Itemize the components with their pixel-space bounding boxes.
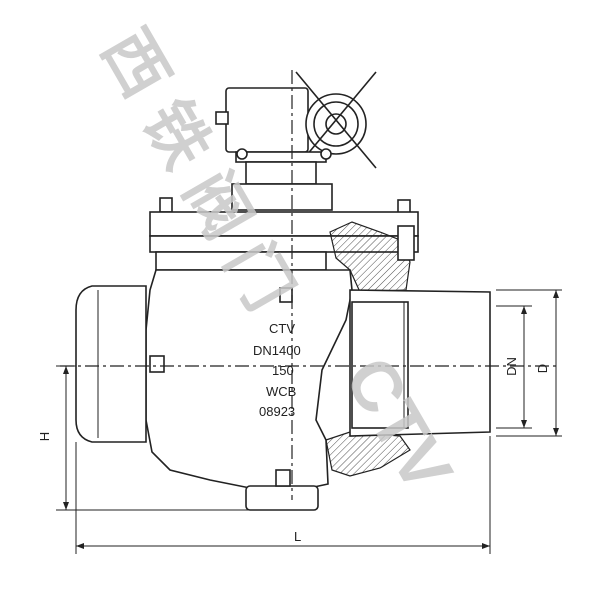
dim-dn-label: DN (503, 357, 519, 376)
nameplate-line4: WCB (266, 384, 297, 399)
nameplate-line3: 150 (272, 363, 294, 378)
right-pipe-end (349, 289, 491, 437)
nameplate-line5: 08923 (259, 404, 296, 419)
left-pipe-end (75, 285, 293, 487)
dim-d-label: D (535, 363, 551, 374)
nameplate-line1: CTV (269, 321, 295, 336)
dim-l-label: L (294, 529, 302, 544)
dim-h-label: H (37, 431, 53, 442)
gearbox (215, 71, 377, 211)
dimension-lines (56, 289, 562, 554)
nameplate-line2: DN1400 (253, 343, 301, 358)
